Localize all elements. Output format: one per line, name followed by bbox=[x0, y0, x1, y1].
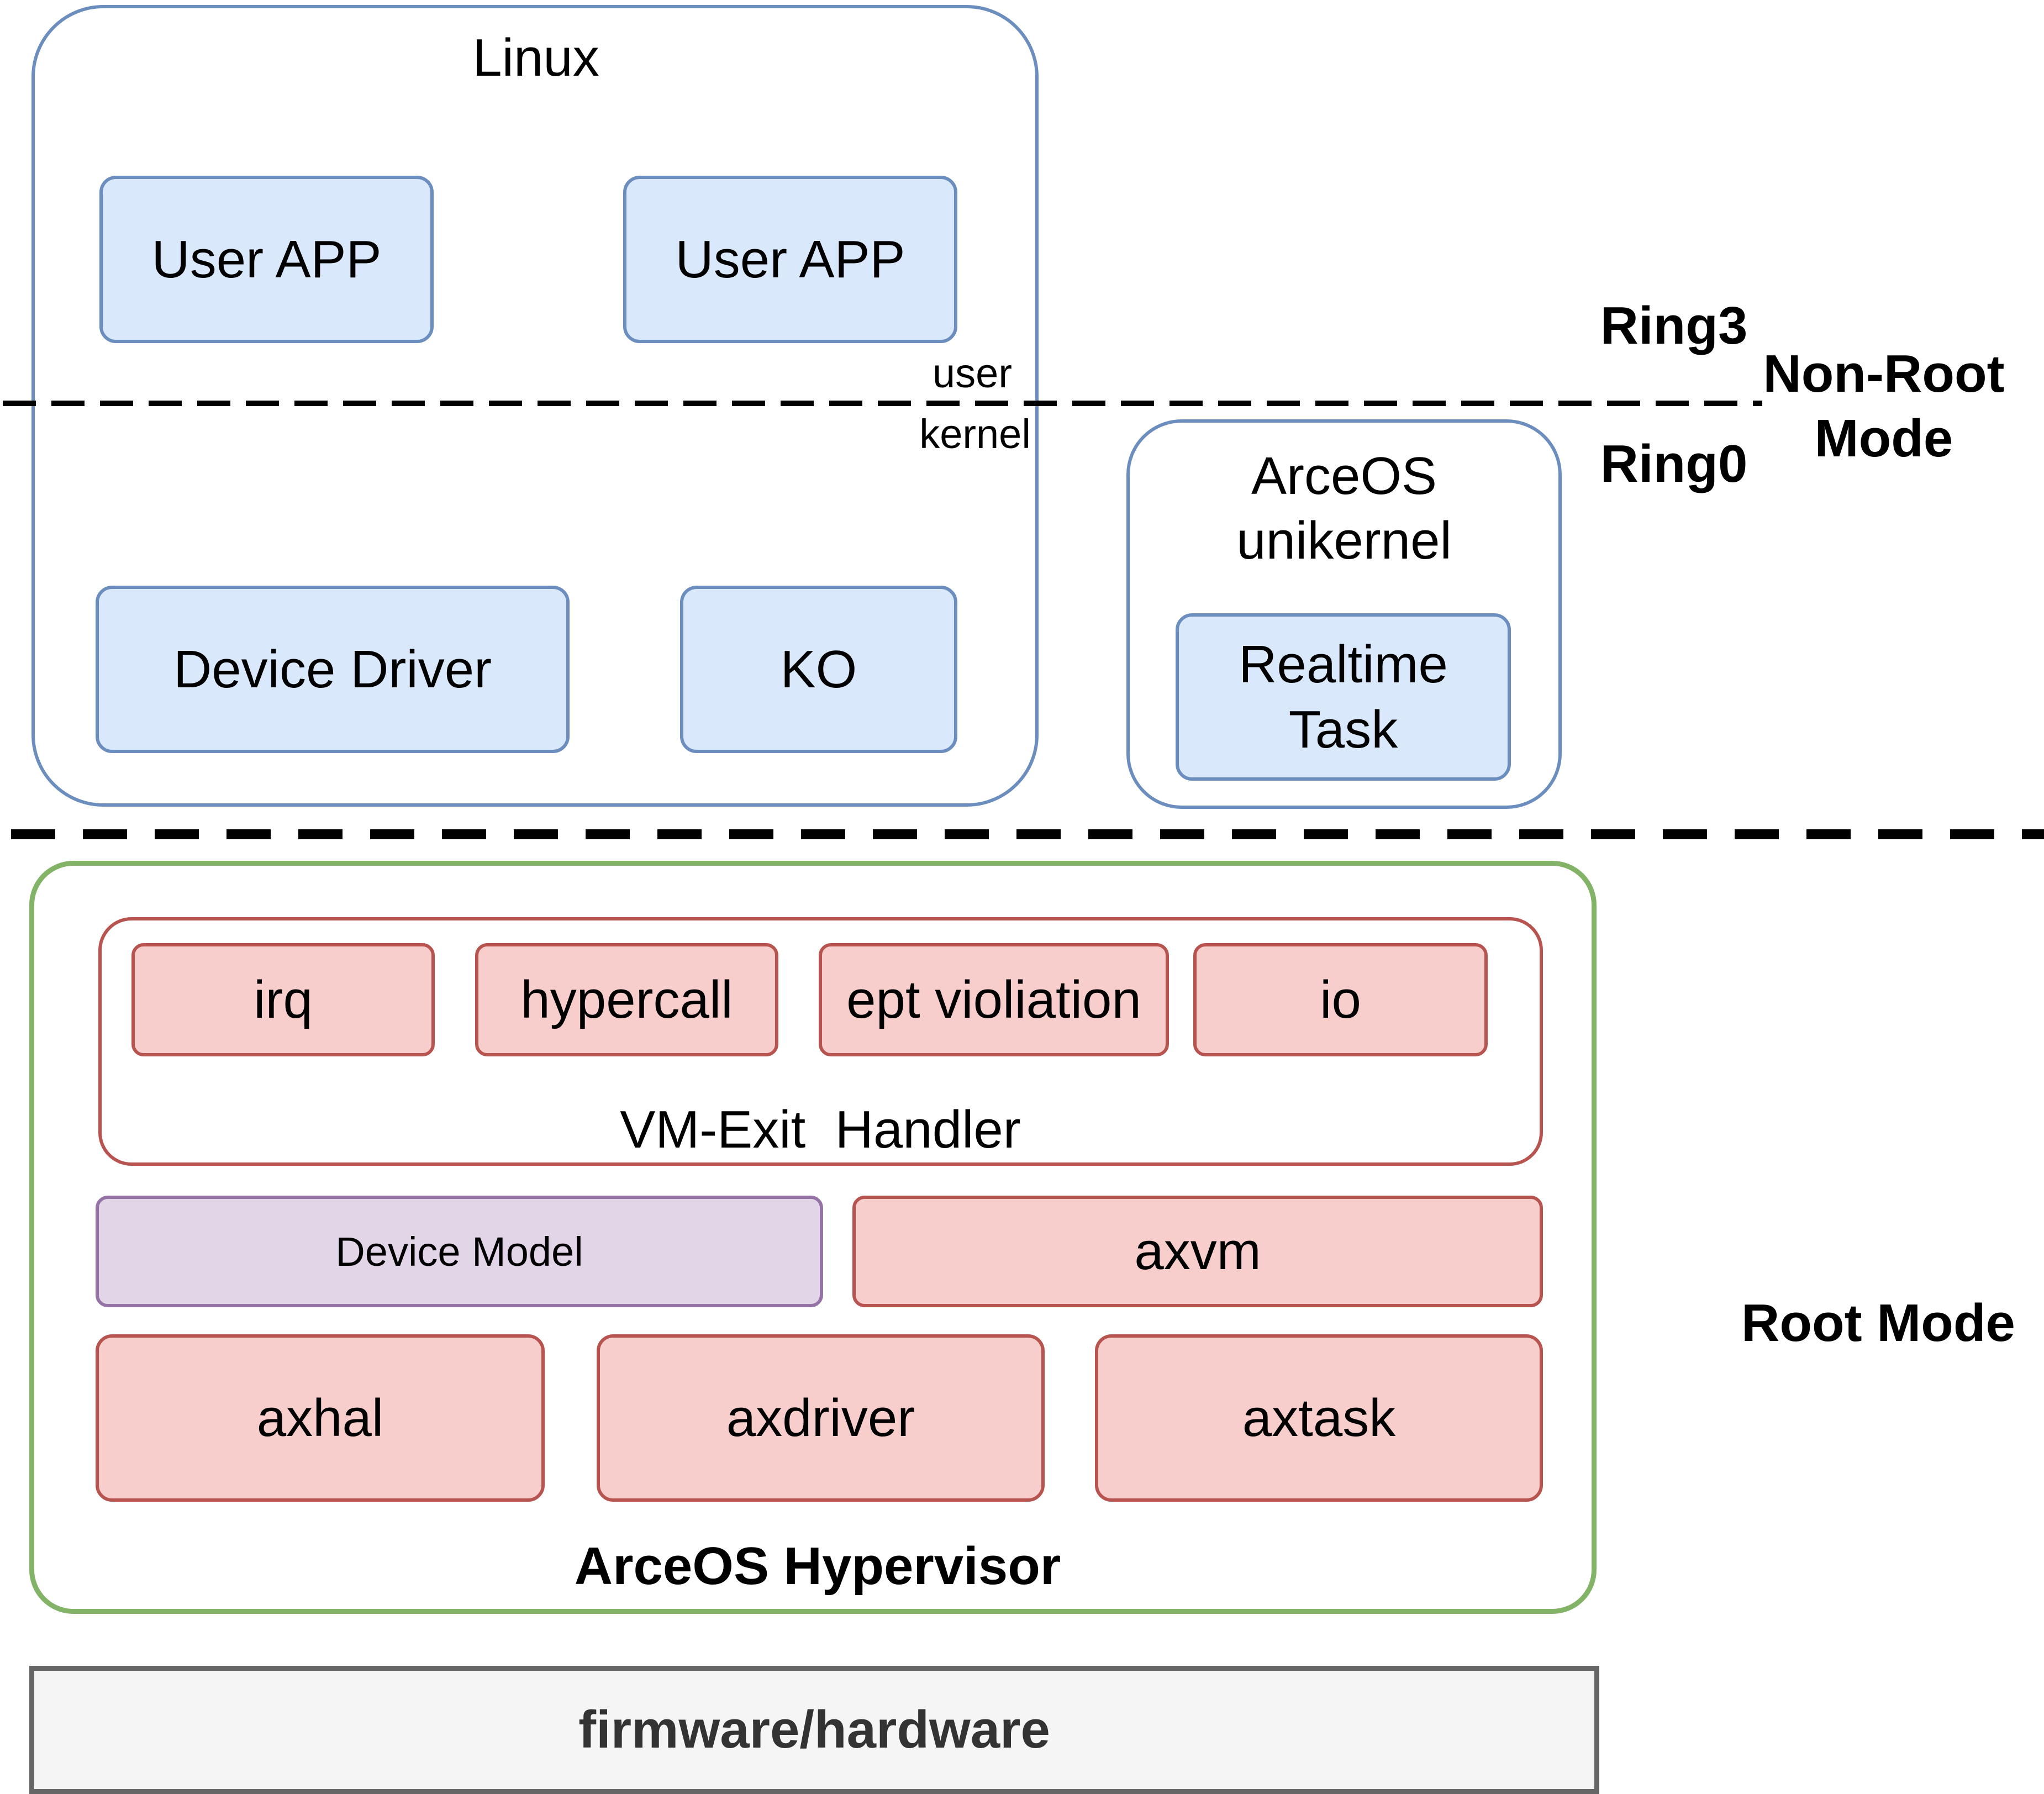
ko-label: KO bbox=[780, 639, 857, 699]
kernel-label: kernel bbox=[919, 411, 1031, 457]
firmware-hardware-box: firmware/hardware bbox=[29, 1666, 1599, 1794]
axdriver-label: axdriver bbox=[726, 1388, 915, 1448]
io-label: io bbox=[1320, 970, 1361, 1029]
user-label: user bbox=[933, 350, 1012, 396]
axtask-label: axtask bbox=[1242, 1388, 1396, 1448]
axvm-label: axvm bbox=[1134, 1222, 1261, 1281]
non-root-mode-line2: Mode bbox=[1814, 409, 1953, 468]
arceos-unikernel-title: ArceOS unikernel bbox=[1144, 436, 1545, 580]
linux-title: Linux bbox=[472, 28, 599, 87]
ept-violation-box: ept violiation bbox=[819, 943, 1169, 1056]
ring0-label: Ring0 bbox=[1600, 434, 1748, 493]
device-model-box: Device Model bbox=[96, 1196, 823, 1307]
axhal-box: axhal bbox=[96, 1334, 545, 1502]
vm-exit-handler-label: VM-Exit Handler bbox=[620, 1100, 1021, 1159]
device-model-label: Device Model bbox=[335, 1228, 583, 1275]
root-mode-label: Root Mode bbox=[1741, 1293, 2015, 1353]
user-app-box-1: User APP bbox=[99, 176, 434, 343]
realtime-task-box: Realtime Task bbox=[1176, 613, 1511, 781]
hypercall-label: hypercall bbox=[520, 970, 733, 1029]
arceos-unikernel-title-line1: ArceOS bbox=[1251, 446, 1437, 506]
non-root-mode-line1: Non-Root bbox=[1763, 344, 2005, 403]
non-root-mode-label: Non-Root Mode bbox=[1751, 340, 2016, 472]
device-driver-label: Device Driver bbox=[173, 639, 492, 699]
ept-violation-label: ept violiation bbox=[846, 970, 1141, 1029]
io-box: io bbox=[1193, 943, 1488, 1056]
realtime-task-line2: Task bbox=[1288, 699, 1398, 759]
irq-box: irq bbox=[131, 943, 435, 1056]
realtime-task-line1: Realtime bbox=[1239, 635, 1448, 695]
ko-box: KO bbox=[680, 586, 957, 753]
hypercall-box: hypercall bbox=[475, 943, 778, 1056]
device-driver-box: Device Driver bbox=[96, 586, 570, 753]
arceos-hypervisor-title: ArceOS Hypervisor bbox=[574, 1537, 1061, 1596]
irq-label: irq bbox=[254, 970, 313, 1029]
user-app-label-1: User APP bbox=[151, 229, 382, 289]
axtask-box: axtask bbox=[1095, 1334, 1543, 1502]
axhal-label: axhal bbox=[256, 1388, 384, 1448]
user-app-label-2: User APP bbox=[675, 229, 905, 289]
ring3-label: Ring3 bbox=[1600, 296, 1748, 355]
axvm-box: axvm bbox=[852, 1196, 1543, 1307]
axdriver-box: axdriver bbox=[597, 1334, 1045, 1502]
arceos-unikernel-title-line2: unikernel bbox=[1236, 511, 1452, 570]
user-app-box-2: User APP bbox=[623, 176, 957, 343]
firmware-hardware-label: firmware/hardware bbox=[578, 1700, 1050, 1759]
